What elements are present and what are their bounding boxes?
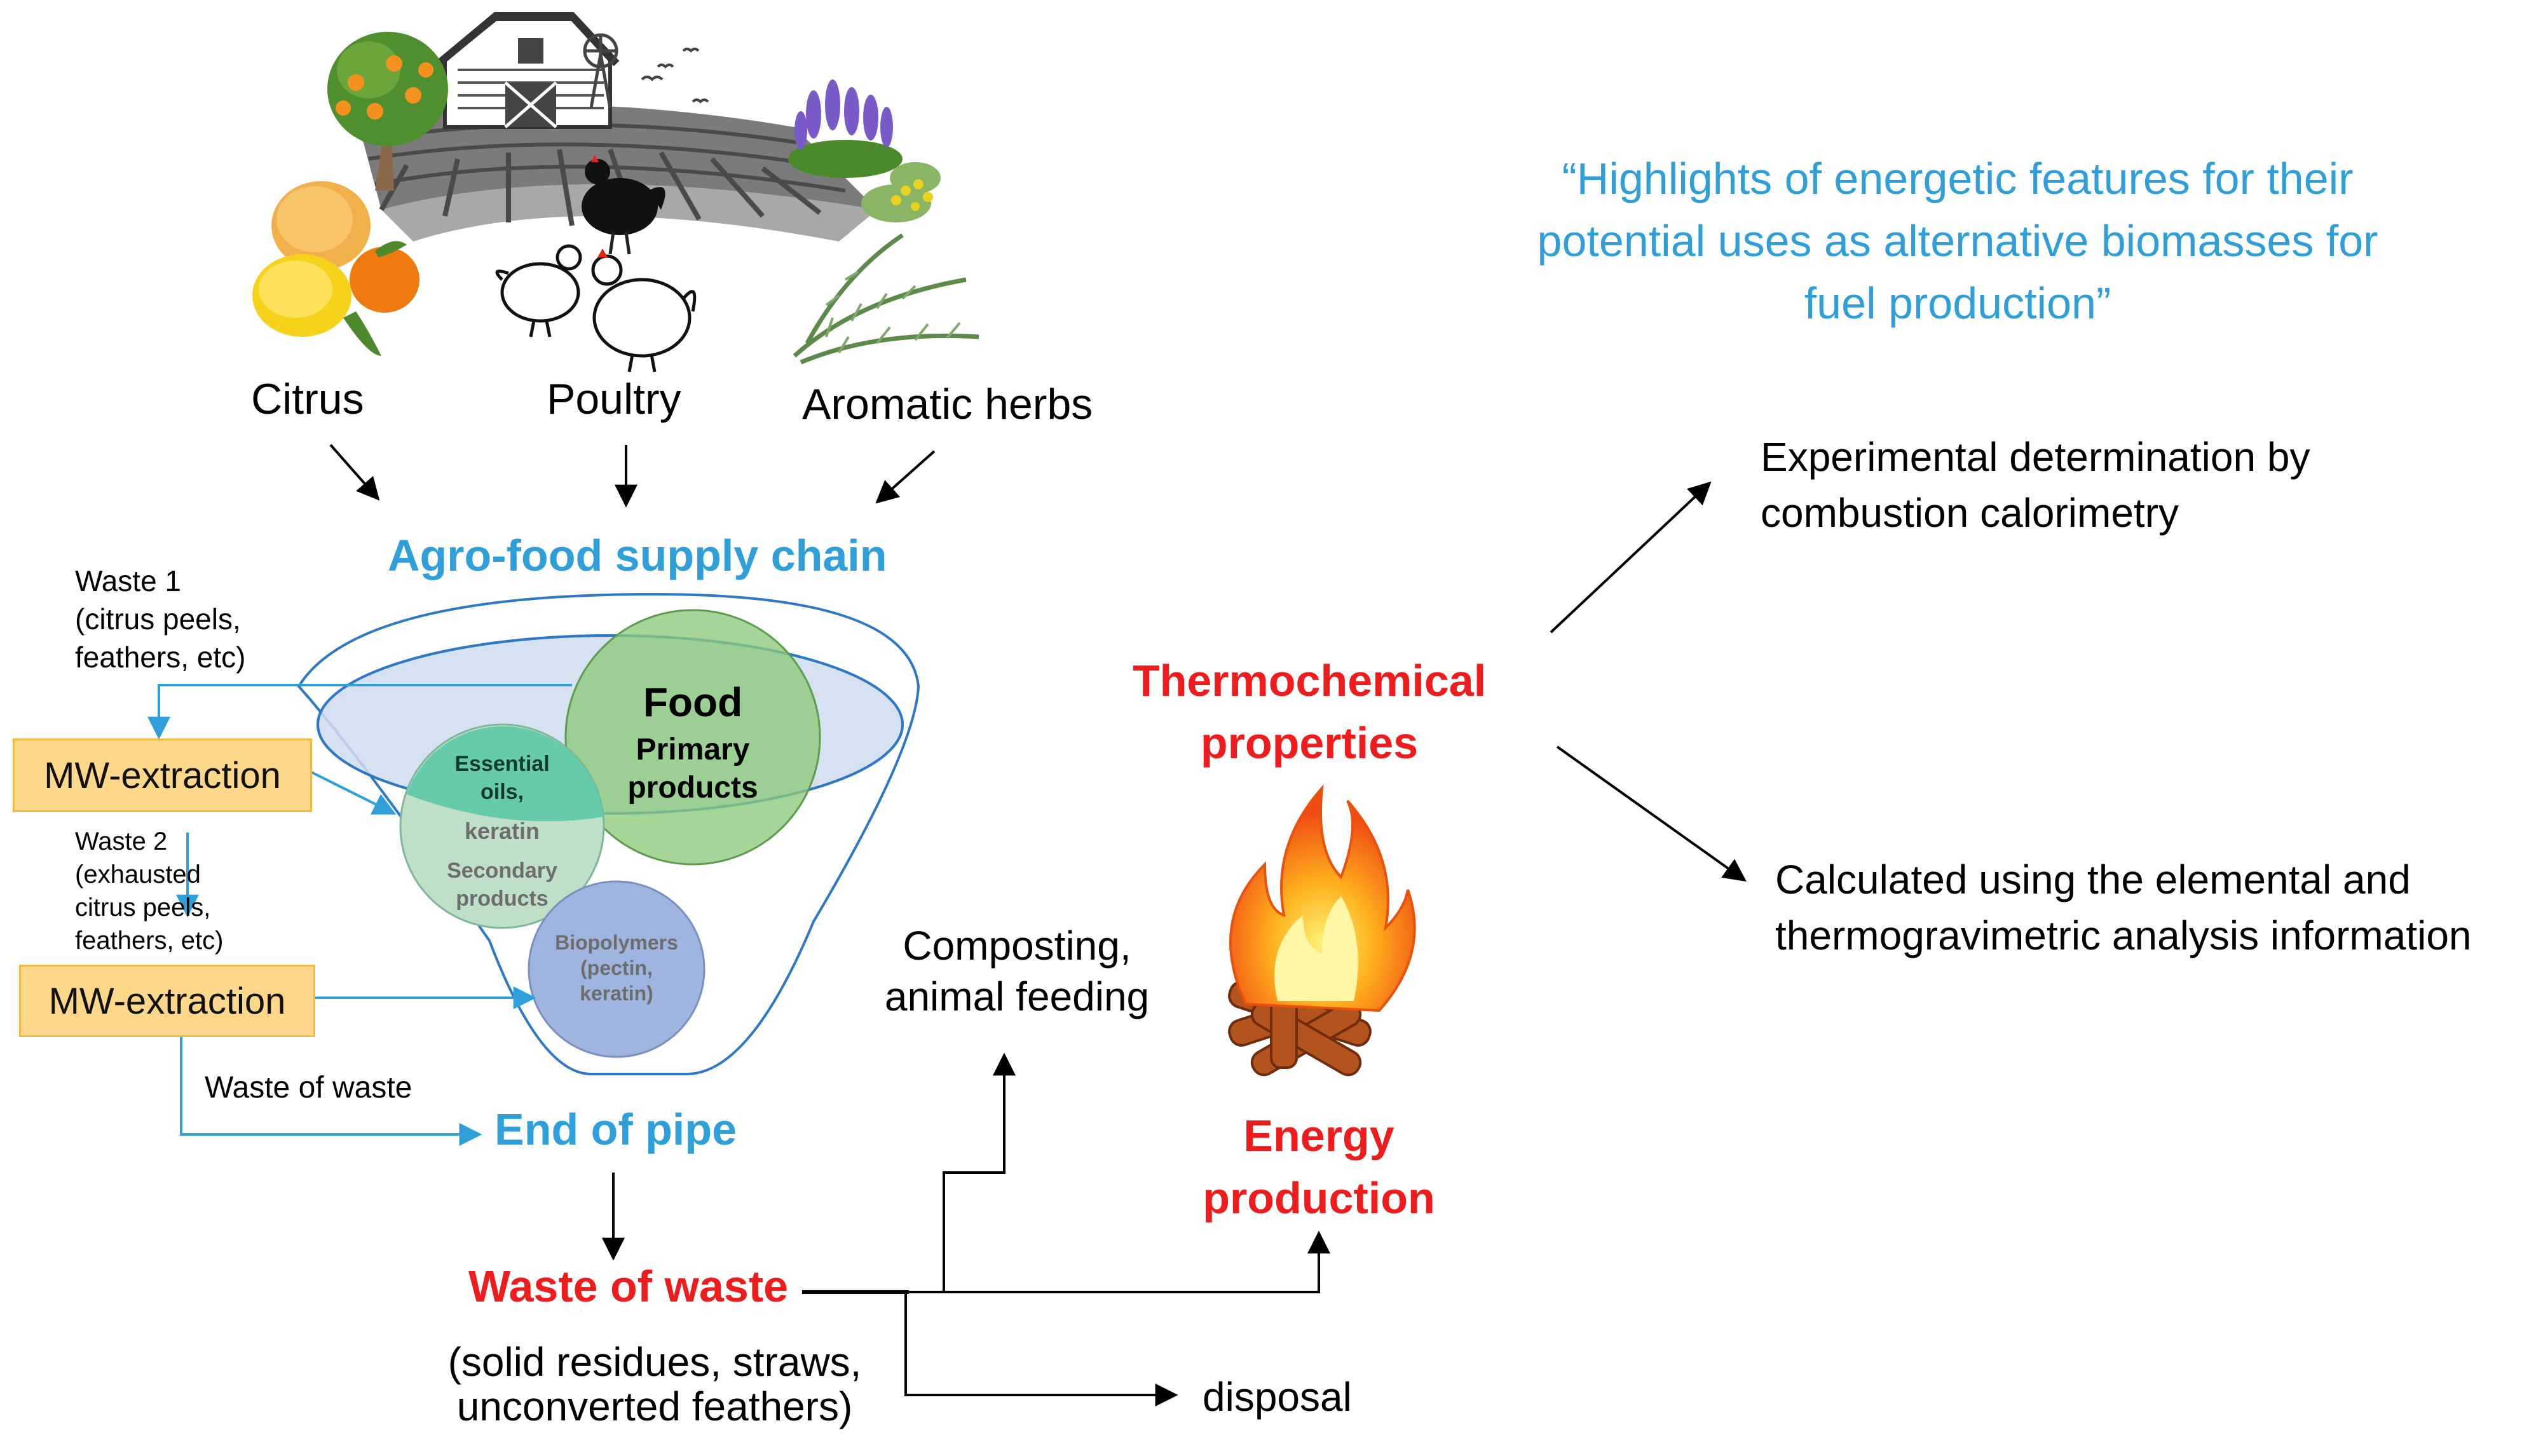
source-label-aromatic-herbs: Aromatic herbs [802, 380, 1093, 428]
primary-products-line-1: Primary [636, 733, 750, 766]
residues-description: (solid residues, straws, unconverted fea… [432, 1340, 877, 1429]
orange-tree-icon [327, 32, 448, 191]
black-flow-lines [602, 481, 1747, 1406]
primary-products-label: Primary products [604, 731, 782, 807]
energy-production-title: Energy production [1169, 1105, 1468, 1229]
essential-oils-line-1: Essential [454, 752, 550, 776]
experimental-line-1: Experimental determination by [1761, 434, 2310, 480]
thermochemical-line-1: Thermochemical [1132, 656, 1487, 705]
quote-line-3: fuel production” [1804, 278, 2111, 328]
fire-icon [1228, 784, 1416, 1077]
source-label-citrus: Citrus [251, 375, 364, 423]
thermochemical-line-2: properties [1200, 718, 1419, 768]
waste-1-line-3: feathers, etc) [75, 640, 246, 674]
calculated-label: Calculated using the elemental and therm… [1775, 852, 2472, 964]
quote-line-1: “Highlights of energetic features for th… [1562, 154, 2354, 203]
essential-oils-label: Essential oils, [439, 750, 566, 806]
supply-chain-title: Agro-food supply chain [388, 531, 887, 580]
thermochemical-properties-title: Thermochemical properties [1106, 650, 1513, 774]
biopolymers-line-3: keratin) [580, 982, 653, 1005]
end-of-pipe-label: End of pipe [494, 1105, 737, 1154]
barn-icon [436, 12, 620, 129]
biopolymers-label: Biopolymers (pectin, keratin) [547, 930, 686, 1006]
secondary-products-label: Secondary products [432, 857, 572, 913]
energy-production-line-2: production [1203, 1173, 1435, 1223]
waste-1-line-1: Waste 1 [75, 564, 182, 597]
composting-line-1: Composting, [903, 923, 1131, 969]
birds-icon [641, 48, 709, 104]
funnel-circles [399, 609, 821, 1058]
primary-products-line-2: products [627, 771, 758, 805]
waste-2-line-3: citrus peels, [75, 894, 211, 922]
mw-extraction-box-2: MW-extraction [19, 965, 315, 1037]
waste-of-waste-title: Waste of waste [468, 1262, 789, 1311]
source-arrows [329, 444, 936, 508]
windmill-icon [583, 33, 618, 109]
source-label-poultry: Poultry [547, 375, 681, 423]
highlights-quote: “Highlights of energetic features for th… [1481, 147, 2434, 334]
secondary-products-line-2: products [456, 887, 549, 911]
waste-2-label: Waste 2 (exhausted citrus peels, feather… [75, 825, 223, 957]
aromatic-herbs-icon [788, 79, 979, 365]
keratin-label: keratin [464, 818, 540, 844]
calculated-line-2: thermogravimetric analysis information [1775, 913, 2472, 959]
mw-extraction-box-1: MW-extraction [13, 738, 312, 812]
residues-line-2: unconverted feathers) [456, 1384, 853, 1430]
waste-1-label: Waste 1 (citrus peels, feathers, etc) [75, 562, 245, 676]
waste-2-line-4: feathers, etc) [75, 927, 224, 955]
poultry-icon [495, 154, 697, 372]
waste-2-line-1: Waste 2 [75, 827, 168, 855]
essential-oils-line-2: oils, [480, 780, 524, 805]
biopolymers-line-2: (pectin, [580, 956, 653, 979]
experimental-determination-label: Experimental determination by combustion… [1761, 429, 2310, 541]
quote-line-2: potential uses as alternative biomasses … [1537, 216, 2378, 266]
calculated-line-1: Calculated using the elemental and [1775, 857, 2411, 902]
citrus-fruit-icon [252, 181, 419, 356]
secondary-products-line-1: Secondary [447, 859, 557, 883]
waste-1-line-2: (citrus peels, [75, 602, 241, 636]
disposal-label: disposal [1203, 1374, 1352, 1420]
biopolymers-line-1: Biopolymers [555, 931, 678, 954]
energy-production-line-1: Energy [1243, 1111, 1394, 1160]
waste-2-line-2: (exhausted [75, 861, 201, 888]
blue-flow-lines [147, 684, 572, 1146]
composting-line-2: animal feeding [884, 974, 1150, 1019]
composting-label: Composting, animal feeding [864, 920, 1169, 1022]
waste-of-waste-small-label: Waste of waste [205, 1071, 412, 1105]
residues-line-1: (solid residues, straws, [447, 1339, 862, 1385]
food-label: Food [643, 679, 743, 725]
experimental-line-2: combustion calorimetry [1761, 490, 2179, 536]
